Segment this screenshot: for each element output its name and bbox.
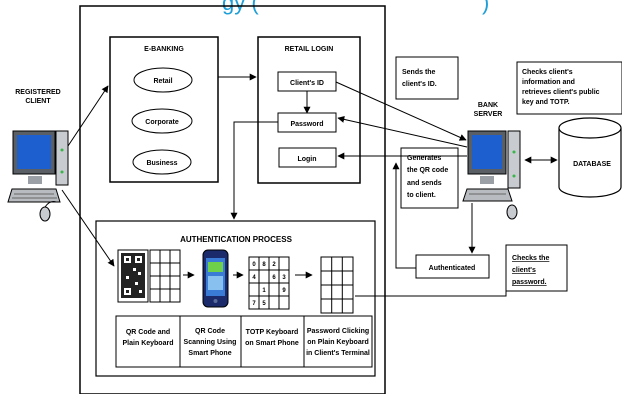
smart-phone-icon bbox=[202, 249, 229, 308]
step4-caption-1: Password Clicking bbox=[307, 328, 369, 335]
step2-caption-3: Smart Phone bbox=[188, 350, 231, 357]
checks-password-text-2: client's bbox=[512, 267, 536, 274]
retail-login-title: RETAIL LOGIN bbox=[285, 46, 334, 53]
client-to-auth-arrow bbox=[61, 189, 115, 267]
checks-info-text-4: key and TOTP. bbox=[522, 99, 570, 106]
terminal-to-check-line bbox=[355, 263, 507, 297]
checks-password-text-3: password. bbox=[512, 279, 547, 286]
header-fragment-right: ) bbox=[482, 0, 489, 15]
server-to-password-arrow bbox=[337, 115, 468, 148]
checks-info-text-2: information and bbox=[522, 79, 575, 86]
ebanking-title: E-BANKING bbox=[144, 46, 184, 53]
client-computer-icon bbox=[7, 130, 69, 222]
totp-key: 8 bbox=[262, 262, 266, 268]
step3-caption-box bbox=[240, 315, 305, 368]
step1-caption-2: Plain Keyboard bbox=[123, 340, 174, 347]
main-frame bbox=[79, 5, 386, 394]
totp-key: 6 bbox=[272, 275, 276, 281]
step3-caption-1: TOTP Keyboard bbox=[246, 329, 299, 336]
totp-key: 1 bbox=[262, 288, 266, 294]
authenticated-box bbox=[415, 254, 490, 279]
database-cylinder bbox=[558, 117, 622, 198]
login-box bbox=[278, 147, 337, 168]
client-id-label: Client's ID bbox=[290, 80, 324, 87]
generates-qr-text-3: and sends bbox=[407, 180, 442, 187]
generates-qr-text-4: to client. bbox=[407, 192, 436, 199]
qr-code-icon bbox=[117, 249, 149, 303]
database-label: DATABASE bbox=[573, 161, 611, 168]
ebanking-business-label: Business bbox=[146, 160, 177, 167]
step4-caption-3: in Client's Terminal bbox=[306, 350, 370, 357]
step2-caption-2: Scanning Using bbox=[184, 339, 237, 346]
sends-id-text-1: Sends the bbox=[402, 69, 436, 76]
bank-server-label-2: SERVER bbox=[474, 111, 503, 118]
totp-keypad: 0 8 2 4 6 3 1 9 7 5 bbox=[248, 256, 290, 310]
bank-server-label-1: BANK bbox=[478, 102, 498, 109]
ebanking-business-oval bbox=[132, 149, 192, 175]
checks-password-note bbox=[505, 244, 568, 292]
password-label: Password bbox=[290, 121, 323, 128]
registered-client-label-2: CLIENT bbox=[25, 98, 51, 105]
header-fragment: gy ( bbox=[222, 0, 259, 15]
generates-qr-text-2: the QR code bbox=[407, 167, 448, 174]
password-to-auth-arrow bbox=[230, 121, 278, 220]
auth-process-title: AUTHENTICATION PROCESS bbox=[180, 235, 293, 244]
ebanking-retail-label: Retail bbox=[153, 78, 172, 85]
totp-key: 7 bbox=[252, 301, 256, 307]
step3-caption-2: on Smart Phone bbox=[245, 340, 299, 347]
generates-qr-note bbox=[400, 147, 459, 209]
totp-key: 9 bbox=[282, 288, 286, 294]
totp-key: 5 bbox=[262, 301, 266, 307]
totp-key: 4 bbox=[252, 275, 256, 281]
ebanking-corporate-label: Corporate bbox=[145, 119, 179, 126]
step4-caption-box bbox=[303, 315, 373, 368]
checks-info-note bbox=[516, 61, 622, 115]
client-to-ebanking-arrow bbox=[67, 85, 109, 147]
totp-key: 2 bbox=[272, 262, 276, 268]
generates-qr-text-1: Generates bbox=[407, 155, 441, 162]
registered-client-label-1: REGISTERED bbox=[15, 89, 61, 96]
checks-info-text-3: retrieves client's public bbox=[522, 89, 600, 96]
authenticated-to-login-arrow bbox=[392, 162, 416, 269]
checks-password-text-1: Checks the bbox=[512, 255, 549, 262]
plain-keyboard-icon bbox=[149, 249, 181, 303]
checks-info-text-1: Checks client's bbox=[522, 69, 573, 76]
step1-caption-1: QR Code and bbox=[126, 329, 170, 336]
terminal-keyboard-grid bbox=[320, 256, 354, 314]
server-computer-icon bbox=[462, 130, 521, 220]
step4-caption-2: on Plain Keyboard bbox=[307, 339, 368, 346]
sends-id-note bbox=[395, 56, 459, 100]
step1-caption-box bbox=[115, 315, 181, 368]
step2-caption-1: QR Code bbox=[195, 328, 225, 335]
login-label: Login bbox=[297, 156, 316, 163]
ebanking-retail-oval bbox=[133, 67, 193, 93]
totp-key: 3 bbox=[282, 275, 286, 281]
sends-id-text-2: client's ID. bbox=[402, 81, 437, 88]
ebanking-corporate-oval bbox=[131, 108, 193, 134]
totp-key: 0 bbox=[252, 262, 256, 268]
authenticated-label: Authenticated bbox=[429, 265, 476, 272]
clientid-to-server-arrow bbox=[335, 81, 467, 141]
